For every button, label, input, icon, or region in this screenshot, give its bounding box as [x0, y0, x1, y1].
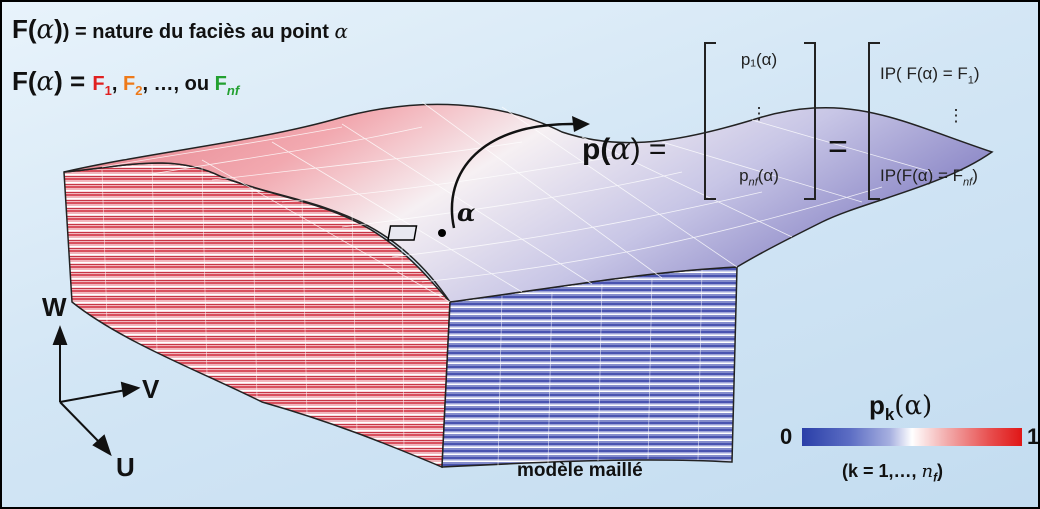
matrix-bracket-right — [804, 42, 816, 200]
alpha-point-label: α — [457, 198, 476, 227]
p-vector-top: p₁(α) — [740, 50, 778, 69]
alpha-arrow — [450, 122, 578, 229]
p-vector: p₁(α) ⋮ pnf(α) — [714, 42, 804, 196]
colorbar-title: pk(α) — [869, 390, 933, 425]
prob-bracket-left — [868, 42, 880, 200]
axis-u-label: U — [116, 452, 135, 482]
prob-vector-bottom: IP(F(α) = Fnf) — [880, 166, 978, 189]
p-vector-dots: ⋮ — [750, 104, 768, 123]
colorbar-min: 0 — [780, 424, 793, 449]
colorbar — [802, 428, 1022, 446]
prob-vector-dots: ⋮ — [947, 106, 965, 125]
arrow-head — [572, 116, 590, 132]
axis-v-label: V — [142, 374, 160, 404]
matrix-bracket-left — [704, 42, 716, 200]
model-caption: modèle maillé — [517, 460, 643, 481]
facies-definition: F(α)) = nature du faciès au point α — [12, 14, 349, 45]
axis-w-label: W — [42, 292, 67, 322]
p-vector-bottom: pnf(α) — [739, 166, 779, 189]
top-surface — [63, 103, 994, 303]
colorbar-max: 1 — [1027, 424, 1040, 449]
alpha-cell — [387, 225, 418, 241]
facies-values: F(α) = F1, F2, …, ou Fnf — [12, 66, 240, 98]
equals-sign: = — [828, 128, 848, 166]
prob-vector-top: IP( F(α) = F1) — [880, 64, 980, 87]
prob-vector: IP( F(α) = F1) ⋮ IP(F(α) = Fnf) — [876, 42, 1036, 196]
probability-vector-lhs: p(α) = — [582, 132, 667, 167]
colorbar-k-range: (k = 1,…, nf) — [842, 461, 944, 485]
alpha-point — [438, 229, 446, 237]
